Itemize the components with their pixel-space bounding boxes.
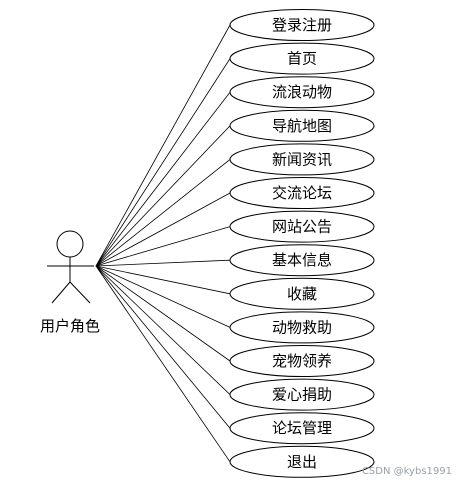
association-line <box>95 265 231 429</box>
use-case-label: 基本信息 <box>272 251 332 269</box>
use-case-label: 交流论坛 <box>272 184 332 202</box>
use-case: 网站公告 <box>229 210 375 243</box>
use-case-label: 退出 <box>287 453 317 471</box>
use-case: 交流论坛 <box>229 177 375 209</box>
use-case-ellipse <box>229 445 375 478</box>
use-case-list: 登录注册首页流浪动物导航地图新闻资讯交流论坛网站公告基本信息收藏动物救助宠物领养… <box>229 9 375 478</box>
actor-right-leg <box>69 281 91 304</box>
actor: 用户角色 <box>40 230 100 335</box>
use-case-label: 收藏 <box>287 285 317 303</box>
use-case: 退出 <box>229 445 375 478</box>
use-case-ellipse <box>229 109 375 142</box>
actor-head <box>56 230 84 258</box>
association-line <box>95 159 231 267</box>
use-case-ellipse <box>229 42 375 75</box>
association-line <box>95 265 231 362</box>
use-case-ellipse <box>229 210 375 243</box>
use-case: 论坛管理 <box>229 412 375 445</box>
use-case-label: 动物救助 <box>272 318 332 336</box>
use-case-label: 导航地图 <box>272 117 332 135</box>
association-line <box>95 259 231 267</box>
actor-label: 用户角色 <box>40 317 100 335</box>
association-line <box>95 24 231 267</box>
association-line <box>95 265 231 463</box>
association-line <box>95 265 231 295</box>
use-case-label: 登录注册 <box>272 16 332 34</box>
use-case: 导航地图 <box>229 109 375 142</box>
use-case-label: 网站公告 <box>272 218 332 236</box>
use-case: 收藏 <box>229 277 375 310</box>
use-case-ellipse <box>229 311 375 344</box>
association-line <box>95 265 231 395</box>
association-line <box>95 226 231 267</box>
use-case: 流浪动物 <box>229 76 375 109</box>
use-case: 新闻资讯 <box>229 143 375 176</box>
association-line <box>95 125 231 267</box>
use-case: 爱心捐助 <box>229 378 375 411</box>
use-case-ellipse <box>229 143 375 176</box>
use-case-label: 爱心捐助 <box>272 386 332 404</box>
association-line <box>95 91 231 267</box>
use-case: 动物救助 <box>229 311 375 344</box>
use-case: 宠物领养 <box>229 345 375 377</box>
watermark: CSDN @kybs1991 <box>362 466 452 477</box>
use-case-label: 新闻资讯 <box>272 150 332 168</box>
association-line <box>95 265 231 328</box>
association-line <box>95 58 231 267</box>
association-lines <box>95 24 231 463</box>
use-case-ellipse <box>229 277 375 310</box>
use-case-ellipse <box>229 345 375 377</box>
use-case-ellipse <box>229 378 375 411</box>
use-case-ellipse <box>229 9 375 41</box>
use-case: 基本信息 <box>229 244 375 277</box>
use-case-label: 首页 <box>287 50 317 68</box>
use-case-label: 论坛管理 <box>272 419 332 437</box>
use-case-label: 宠物领养 <box>272 352 332 370</box>
use-case: 首页 <box>229 42 375 75</box>
use-case-ellipse <box>229 244 375 277</box>
actor-left-leg <box>51 281 71 304</box>
use-case-ellipse <box>229 177 375 209</box>
use-case-label: 流浪动物 <box>272 83 332 101</box>
use-case: 登录注册 <box>229 9 375 41</box>
use-case-ellipse <box>229 76 375 109</box>
use-case-ellipse <box>229 412 375 445</box>
association-line <box>95 192 231 267</box>
